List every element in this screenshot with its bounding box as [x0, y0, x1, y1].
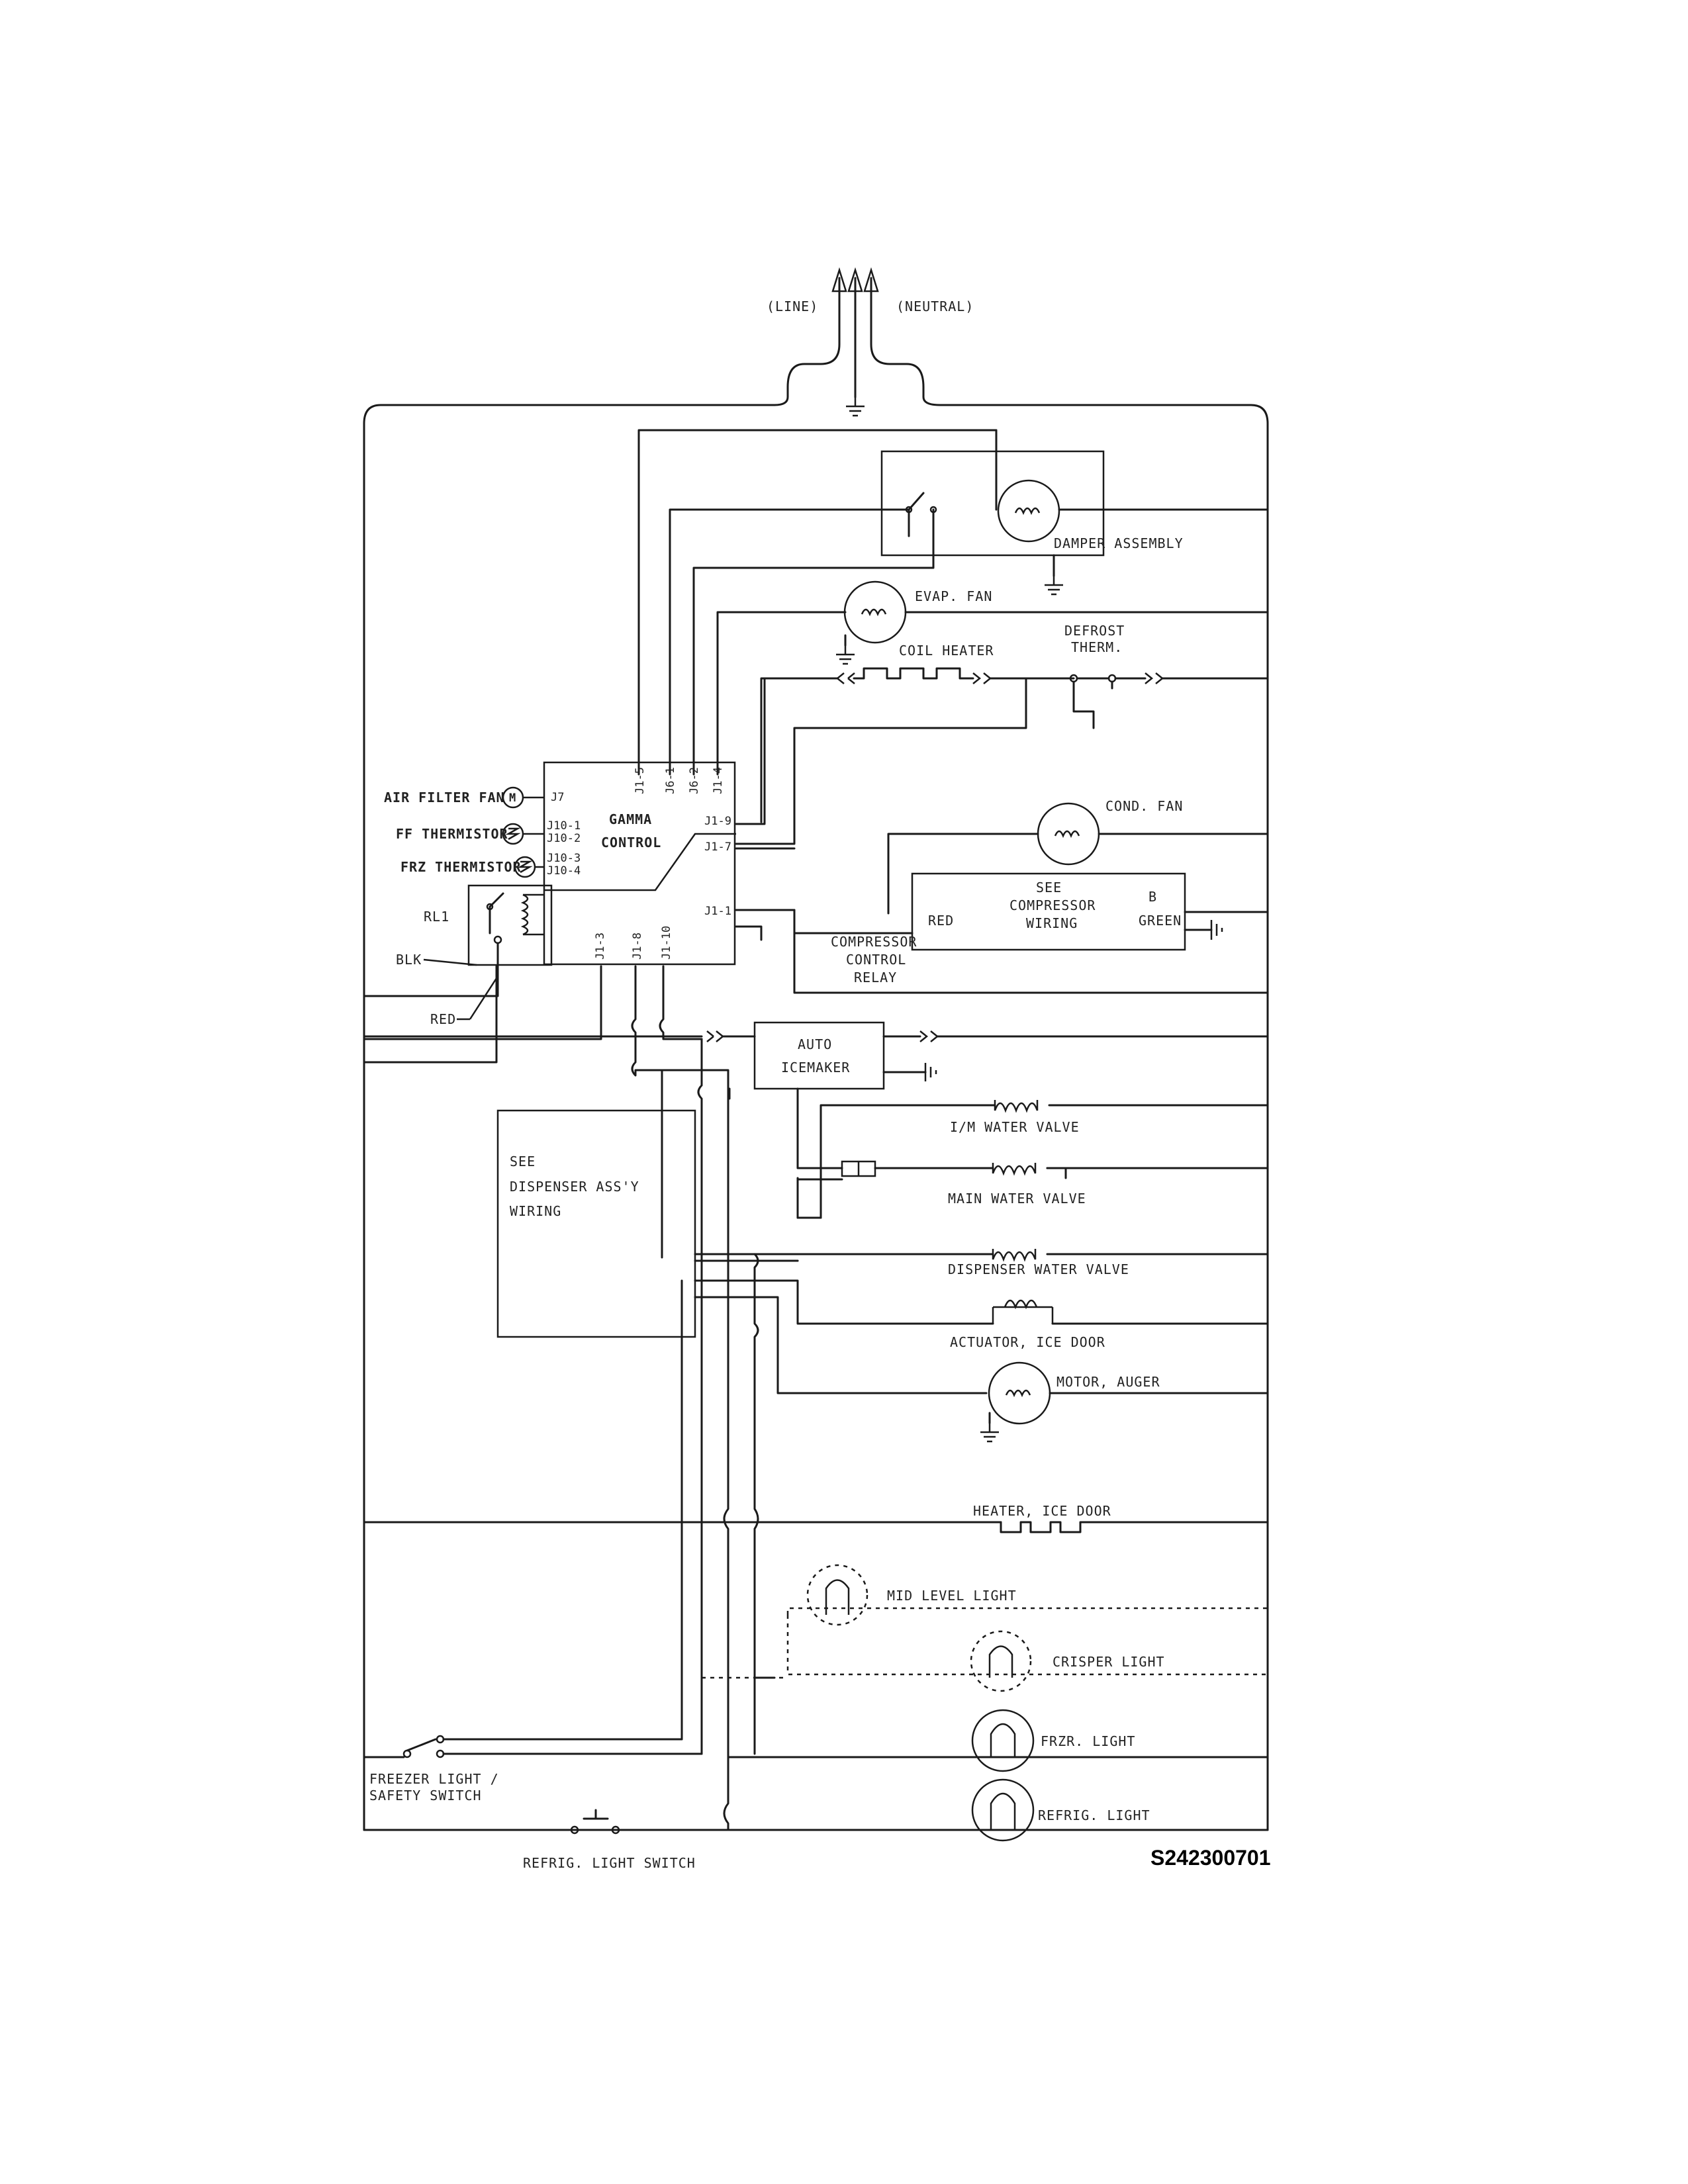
refrig-light-label: REFRIG. LIGHT — [1038, 1807, 1150, 1823]
compressor-b-label: B — [1149, 889, 1157, 905]
compressor-green-label: GREEN — [1139, 913, 1182, 929]
pin-j1-5: J1-5 — [633, 767, 647, 794]
frzr-light-label: FRZR. LIGHT — [1041, 1733, 1135, 1749]
freezer-safety-switch[interactable]: FREEZER LIGHT / SAFETY SWITCH — [363, 1719, 703, 1803]
frzr-light: FRZR. LIGHT — [727, 1676, 1269, 1772]
crisper-light-label: CRISPER LIGHT — [1053, 1654, 1165, 1670]
pin-j1-3: J1-3 — [594, 933, 607, 960]
drawing-number: S242300701 — [1150, 1846, 1271, 1870]
icemaker-label-1: AUTO — [798, 1036, 832, 1052]
motor-auger-label: MOTOR, AUGER — [1056, 1374, 1160, 1390]
pin-j10-2: J10-2 — [547, 832, 581, 845]
pin-j1-10: J1-10 — [660, 926, 673, 960]
dispenser-box-label-3: WIRING — [510, 1203, 561, 1219]
pin-j10-1: J10-1 — [547, 819, 581, 833]
red-label: RED — [430, 1011, 456, 1027]
freezer-switch-label-1: FREEZER LIGHT / — [369, 1771, 499, 1787]
dispenser-box-label-1: SEE — [510, 1154, 536, 1169]
pin-j10-3: J10-3 — [547, 852, 581, 865]
defrost-therm-label-2: THERM. — [1071, 639, 1123, 655]
main-water-valve: MAIN WATER VALVE — [796, 1160, 1269, 1219]
pin-j1-8: J1-8 — [631, 933, 644, 960]
actuator-ice-door-label: ACTUATOR, ICE DOOR — [950, 1334, 1105, 1350]
mid-level-bulb-icon — [806, 1564, 868, 1626]
coil-heater-label: COIL HEATER — [899, 643, 994, 659]
main-water-valve-label: MAIN WATER VALVE — [948, 1191, 1086, 1206]
dispenser-box-label-2: DISPENSER ASS'Y — [510, 1179, 639, 1195]
crisper-bulb-icon — [970, 1630, 1032, 1692]
ground-arrow-icon — [847, 267, 863, 293]
damper-assembly-label: DAMPER ASSEMBLY — [1054, 535, 1184, 551]
neutral-arrow-icon — [863, 267, 879, 293]
evap-fan: EVAP. FAN — [835, 580, 1269, 665]
control-inputs: M AIR FILTER FAN FF THERMISTOR FRZ THERM… — [384, 786, 544, 878]
crisper-light: CRISPER LIGHT — [702, 1615, 1268, 1692]
motor-auger: MOTOR, AUGER — [694, 1296, 1269, 1443]
compressor-wiring-box: SEE COMPRESSOR WIRING RED B GREEN — [911, 872, 1269, 951]
rl1-label: RL1 — [424, 909, 449, 925]
motor-mark: M — [509, 792, 516, 805]
pin-j1-7: J1-7 — [704, 841, 731, 854]
mid-level-light-label: MID LEVEL LIGHT — [887, 1588, 1017, 1604]
pin-j6-1: J6-1 — [664, 767, 677, 794]
damper-assembly: DAMPER ASSEMBLY — [880, 429, 1269, 596]
refrig-light-switch[interactable]: REFRIG. LIGHT SWITCH — [523, 1809, 696, 1871]
compressor-relay-label-2: CONTROL — [846, 952, 906, 968]
dispenser-assembly-box: SEE DISPENSER ASS'Y WIRING — [496, 1109, 799, 1338]
compressor-relay-label-1: COMPRESSOR — [831, 934, 917, 950]
cond-fan-motor-icon — [1037, 802, 1100, 866]
dispenser-water-valve-label: DISPENSER WATER VALVE — [948, 1261, 1129, 1277]
control-title-1: GAMMA — [609, 811, 652, 827]
ff-thermistor-label: FF THERMISTOR — [396, 826, 508, 842]
auto-icemaker: AUTO ICEMAKER — [363, 1021, 1269, 1090]
compressor-box-label-3: WIRING — [1026, 915, 1078, 931]
frz-thermistor-label: FRZ THERMISTOR — [400, 859, 522, 875]
refrig-bulb-icon — [971, 1778, 1035, 1842]
compressor-relay-label-3: RELAY — [854, 970, 897, 985]
defrost-therm-label-1: DEFROST — [1064, 623, 1125, 639]
pin-j6-2: J6-2 — [688, 767, 701, 794]
power-supply: (LINE) (NEUTRAL) — [363, 267, 1269, 1831]
air-filter-fan-label: AIR FILTER FAN — [384, 790, 505, 805]
gamma-control-board: GAMMA CONTROL J1-5 J6-1 J6-2 J1-4 J7 J10… — [543, 761, 736, 966]
cond-fan: COND. FAN — [887, 798, 1269, 915]
line-arrow-icon — [831, 267, 847, 293]
pin-j1-4: J1-4 — [712, 767, 725, 794]
heater-ice-door: HEATER, ICE DOOR — [363, 1503, 1269, 1533]
auger-motor-icon — [988, 1361, 1051, 1425]
neutral-label: (NEUTRAL) — [896, 298, 974, 314]
control-title-2: CONTROL — [601, 835, 661, 850]
dispenser-water-valve: DISPENSER WATER VALVE — [702, 1249, 1269, 1277]
frzr-bulb-icon — [971, 1709, 1035, 1772]
blk-label: BLK — [396, 952, 422, 968]
icemaker-label-2: ICEMAKER — [781, 1060, 850, 1075]
evap-fan-label: EVAP. FAN — [915, 588, 992, 604]
relay-rl1: RL1 BLK RED — [396, 884, 553, 1027]
refrig-switch-label: REFRIG. LIGHT SWITCH — [523, 1855, 696, 1871]
damper-motor-icon — [997, 479, 1060, 543]
im-water-valve-label: I/M WATER VALVE — [950, 1119, 1080, 1135]
pin-j7: J7 — [551, 791, 564, 804]
pin-j10-4: J10-4 — [547, 864, 581, 878]
line-label: (LINE) — [767, 298, 818, 314]
actuator-ice-door: ACTUATOR, ICE DOOR — [694, 1279, 1269, 1350]
mid-level-light: MID LEVEL LIGHT — [786, 1564, 1268, 1626]
compressor-box-label-2: COMPRESSOR — [1009, 897, 1096, 913]
compressor-red-label: RED — [928, 913, 954, 929]
pin-j1-9: J1-9 — [704, 815, 731, 828]
freezer-switch-label-2: SAFETY SWITCH — [369, 1788, 482, 1803]
evap-fan-motor-icon — [843, 580, 907, 644]
pin-j1-1: J1-1 — [704, 905, 731, 918]
compressor-box-label-1: SEE — [1036, 880, 1062, 895]
refrig-light: REFRIG. LIGHT — [971, 1778, 1150, 1842]
heater-ice-door-label: HEATER, ICE DOOR — [973, 1503, 1111, 1519]
cond-fan-label: COND. FAN — [1105, 798, 1183, 814]
coil-heater: COIL HEATER DEFROST THERM. — [735, 623, 1269, 845]
